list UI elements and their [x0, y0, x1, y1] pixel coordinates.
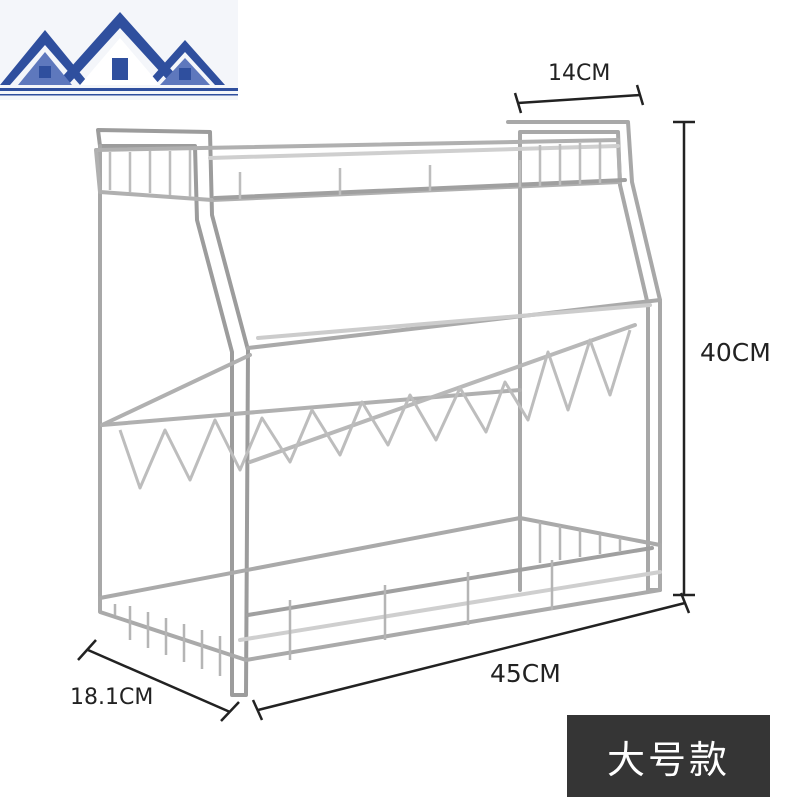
- depth-dimension-label: 18.1CM: [70, 685, 154, 710]
- house-roof-logo-icon: [0, 12, 238, 96]
- width-dimension-label: 14CM: [548, 61, 611, 86]
- height-dimension-label: 40CM: [700, 338, 771, 367]
- length-dimension-label: 45CM: [490, 659, 561, 688]
- brand-logo: [0, 0, 238, 100]
- size-variant-badge: 大号款: [567, 715, 770, 797]
